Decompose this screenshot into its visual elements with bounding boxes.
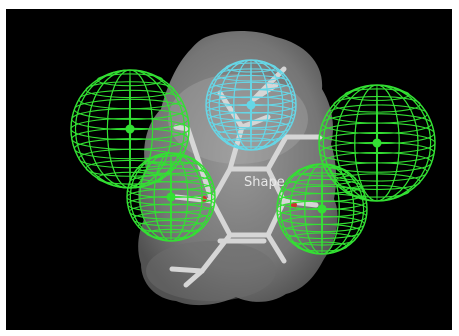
- bond: [169, 266, 205, 274]
- pharmacophore-scene: Shape: [70, 31, 436, 306]
- molecule-3d-viewer[interactable]: Shape: [6, 9, 452, 330]
- bond: [281, 198, 319, 208]
- pharmacophore-features: [70, 59, 436, 255]
- sphere-outline: [70, 69, 190, 189]
- sphere-outline: [205, 59, 297, 151]
- bond: [173, 124, 191, 132]
- shape-surface-lower-lobe: [146, 241, 276, 301]
- shape-label: Shape: [244, 175, 285, 190]
- acceptor-sphere-right-outer: [318, 84, 436, 202]
- sphere-outline: [126, 152, 216, 242]
- bond: [265, 134, 289, 172]
- bond: [209, 198, 233, 238]
- bond: [265, 198, 287, 238]
- bond: [251, 66, 287, 102]
- bond: [199, 232, 233, 274]
- acceptor-sphere-right-inner: [276, 163, 368, 255]
- hydrophobic-sphere: [205, 59, 297, 151]
- oxygen-atom: [291, 202, 297, 208]
- sphere-center: [246, 100, 256, 110]
- bond: [183, 268, 205, 288]
- sphere-center: [125, 124, 135, 134]
- sphere-outline: [318, 84, 436, 202]
- sphere-center: [372, 138, 382, 148]
- bond: [239, 114, 271, 130]
- sphere-outline: [276, 163, 368, 255]
- sphere-center: [166, 192, 176, 202]
- sphere-center: [317, 204, 327, 214]
- bond: [265, 232, 287, 264]
- acceptor-sphere-left-inner: [126, 152, 216, 242]
